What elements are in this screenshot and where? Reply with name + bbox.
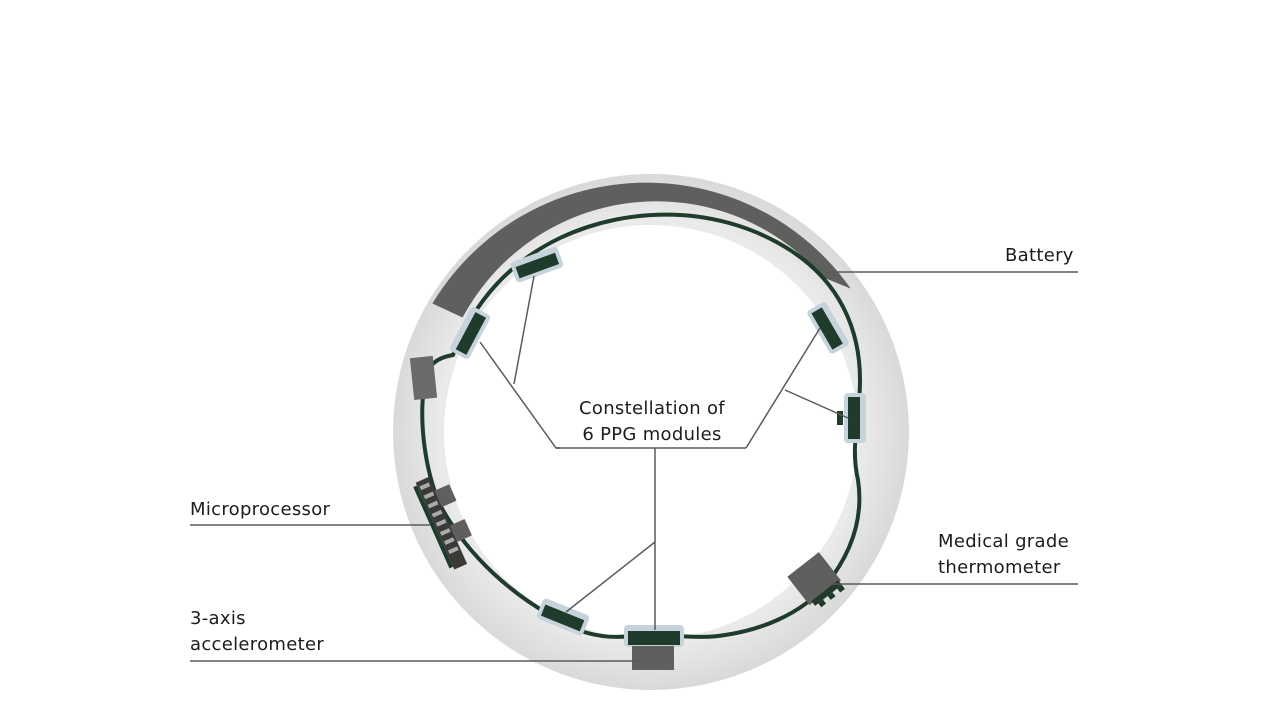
thermometer-chip [787, 552, 845, 608]
accelerometer-chip [632, 646, 674, 670]
ppg-module-5 [536, 598, 590, 636]
battery-arc [432, 182, 851, 318]
battery-label: Battery [1005, 245, 1074, 266]
microprocessor-label: Microprocessor [190, 499, 331, 520]
ppg-leader-left-branch [513, 275, 535, 385]
ppg-leader-right-branch [784, 389, 849, 419]
ppg-module-6 [624, 625, 684, 647]
ppg-leader-down-branch [565, 541, 656, 613]
ring-body [393, 174, 909, 690]
ppg-module-1 [510, 246, 564, 283]
ppg-label: Constellation of 6 PPG modules [579, 398, 725, 445]
leader-lines [190, 271, 1078, 662]
ppg-module-2 [449, 307, 491, 359]
ppg-module-3 [807, 302, 849, 354]
microprocessor-chip [413, 477, 472, 570]
accelerometer-label: 3-axis accelerometer [190, 608, 325, 655]
thermometer-label: Medical grade thermometer [938, 531, 1069, 578]
ppg-leader-right [745, 327, 821, 449]
side-pad [409, 355, 438, 401]
